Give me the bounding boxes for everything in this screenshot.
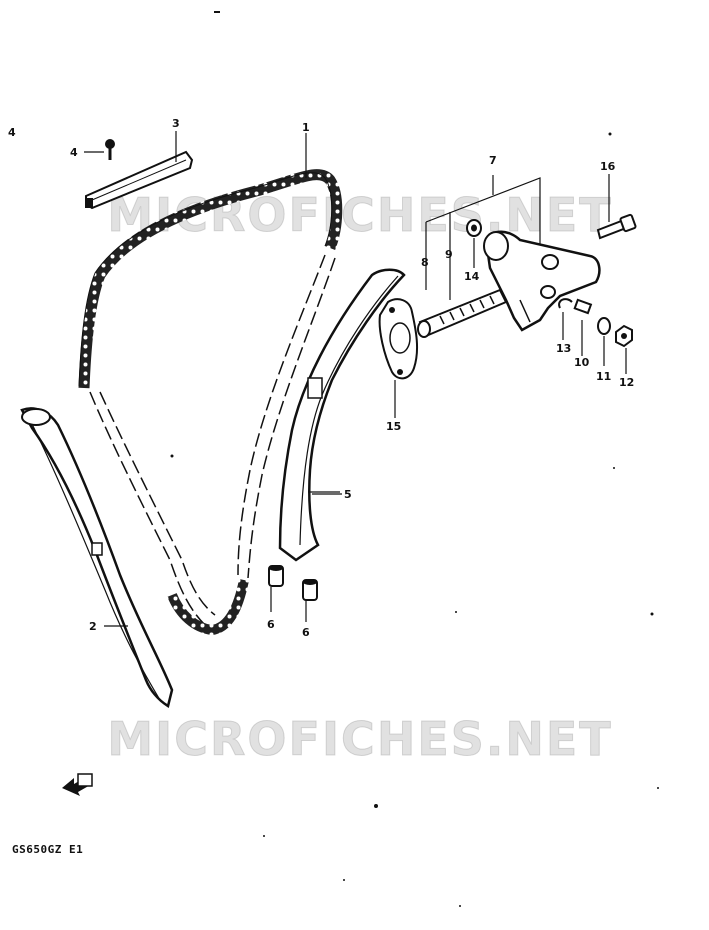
watermark-bottom: MICROFICHES.NET — [107, 712, 613, 767]
callout-3: 3 — [172, 117, 180, 130]
part-15-gasket — [378, 298, 419, 380]
leader-lines — [84, 131, 627, 627]
callout-2: 2 — [89, 620, 97, 633]
callout-1: 1 — [302, 121, 310, 134]
callout-4: 4 — [70, 146, 78, 159]
part-8-plunger-rod — [417, 288, 508, 338]
callout-12: 12 — [619, 376, 634, 389]
part-7-assembly-outline — [425, 175, 541, 300]
part-16-bolt — [596, 213, 637, 240]
callout-6b: 6 — [302, 626, 310, 639]
callout-13: 13 — [556, 342, 571, 355]
callout-14: 14 — [464, 270, 480, 283]
callout-5: 5 — [344, 488, 352, 501]
part-11-washer — [597, 317, 611, 335]
callout-6a: 6 — [267, 618, 275, 631]
callout-15: 15 — [386, 420, 401, 433]
part-1-cam-chain — [78, 169, 343, 636]
part-14-washer — [466, 219, 482, 237]
part-12-nut — [615, 324, 633, 348]
part-3-chain-guide-top — [85, 150, 194, 210]
part-5-tensioner-guide — [278, 268, 406, 562]
part-6-damper-a — [268, 565, 284, 587]
callout-7: 7 — [489, 154, 497, 167]
callout-11: 11 — [596, 370, 611, 383]
part-4-bolt — [105, 139, 115, 160]
callout-16: 16 — [600, 160, 616, 173]
callout-8: 8 — [421, 256, 429, 269]
front-direction-arrow-icon — [62, 773, 93, 796]
scan-specks — [170, 132, 659, 907]
callout-9: 9 — [445, 248, 453, 261]
page-number: 4 — [8, 126, 16, 139]
part-10-pin — [573, 298, 593, 315]
model-code: GS650GZ E1 — [12, 843, 84, 856]
callout-10: 10 — [574, 356, 590, 369]
part-2-chain-guide — [20, 407, 174, 708]
part-7-tensioner-body — [483, 230, 601, 332]
part-13-clip — [558, 298, 573, 309]
part-6-damper-b — [302, 579, 318, 601]
